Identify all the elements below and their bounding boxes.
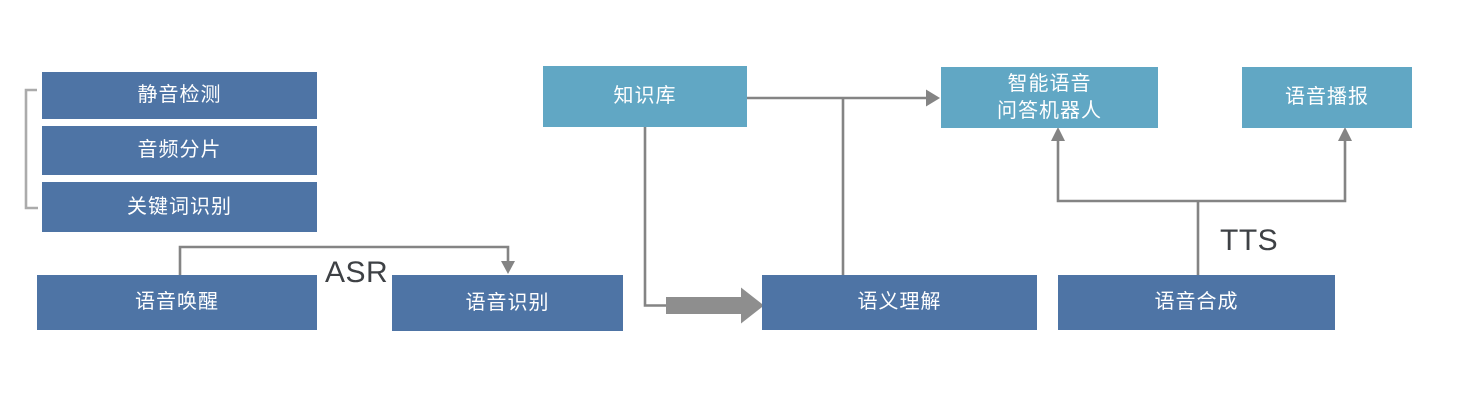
node-speech-synthesis: 语音合成 [1058,275,1335,330]
thick-arrow-icon [666,287,764,324]
node-speech-recognition: 语音识别 [392,275,623,331]
edge-tts-left-arrowhead-icon [1051,127,1065,141]
node-semantic-understanding: 语义理解 [762,275,1037,330]
edge-label-asr: ASR [325,256,389,289]
node-qa-robot: 智能语音 问答机器人 [941,67,1158,128]
edge-kb-robot-arrowhead-icon [926,89,940,107]
edge-tts-connector-line [1056,136,1347,203]
edge-label-tts: TTS [1220,224,1279,257]
node-voice-broadcast: 语音播报 [1242,67,1412,128]
edge-asr-arrowhead-icon [501,261,515,274]
group-bracket [24,88,38,210]
node-audio-segmentation: 音频分片 [42,126,317,175]
node-knowledge-base: 知识库 [543,66,747,127]
node-silence-detection: 静音检测 [42,72,317,119]
node-voice-wakeup: 语音唤醒 [37,275,317,330]
edge-tts-right-arrowhead-icon [1338,127,1352,141]
edge-kb-down-line [643,127,666,307]
node-keyword-recognition: 关键词识别 [42,182,317,232]
